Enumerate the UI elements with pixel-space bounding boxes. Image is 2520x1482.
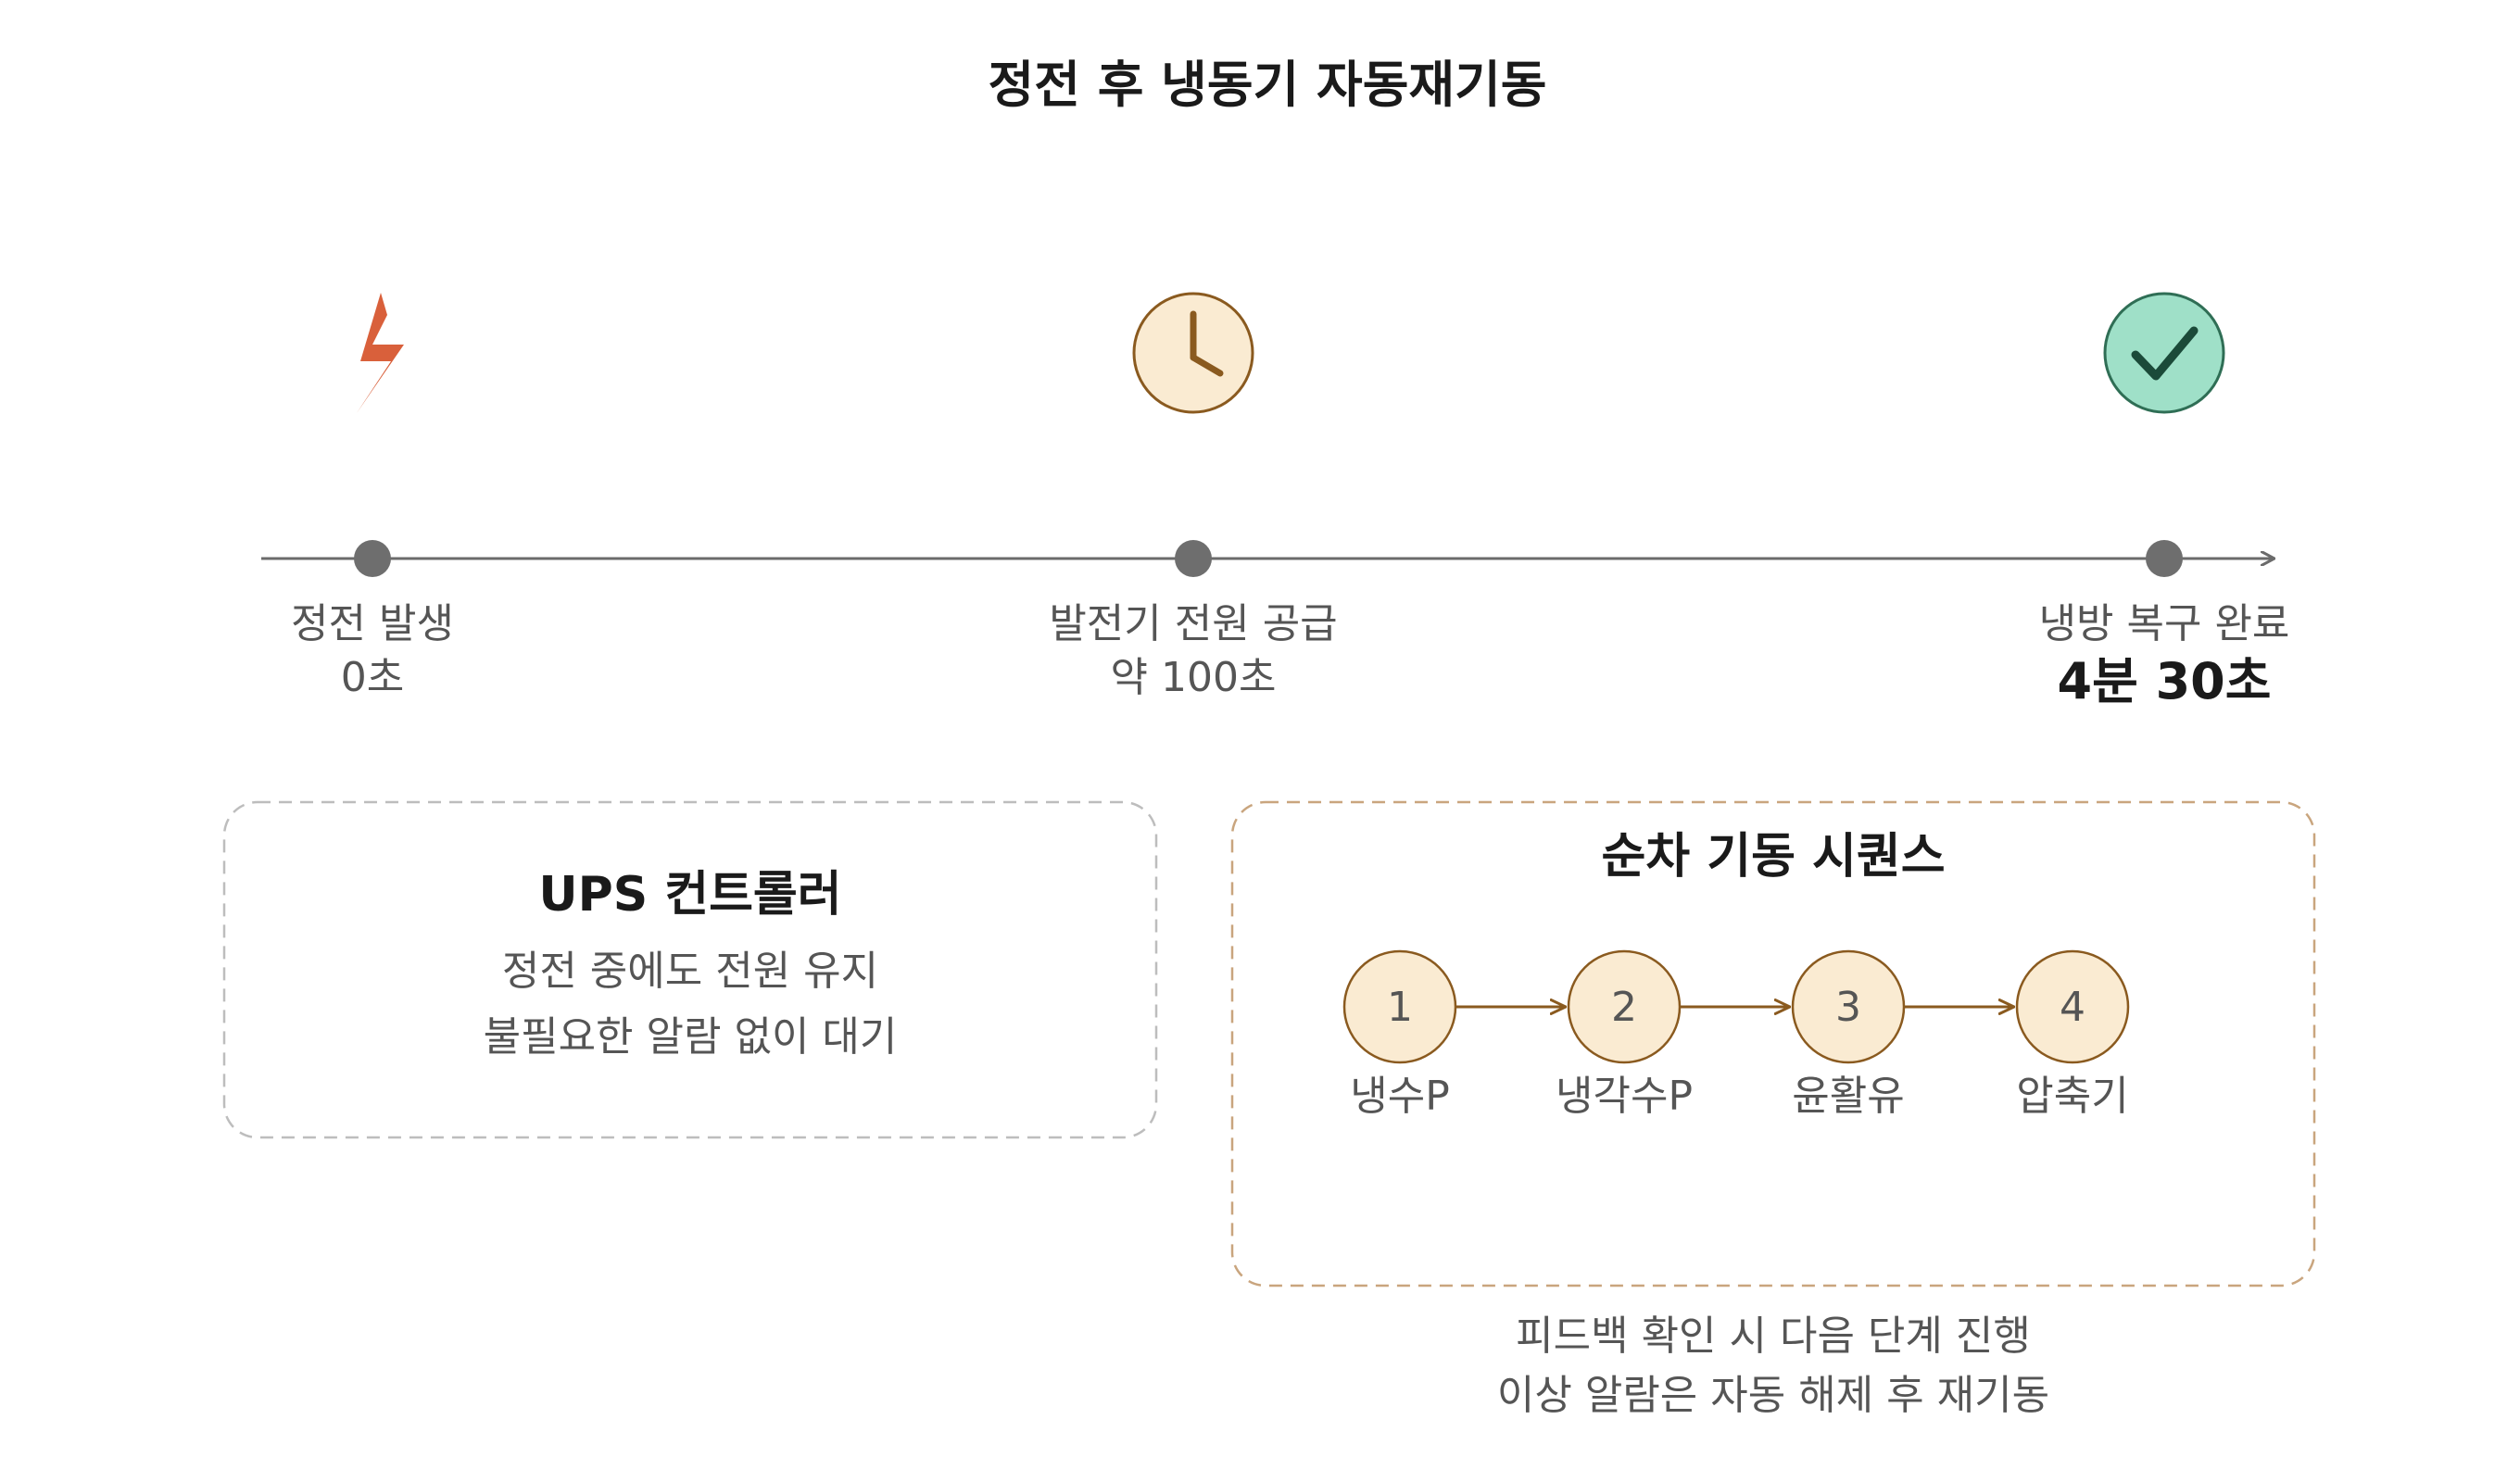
timeline-marker <box>354 540 391 577</box>
diagram-title: 정전 후 냉동기 자동재기동 <box>989 56 1547 114</box>
milestone-time: 약 100초 <box>1111 654 1277 701</box>
ups-box-title: UPS 컨트롤러 <box>538 867 841 923</box>
timeline-marker <box>2146 540 2183 577</box>
sequence-step: 1 냉수P <box>1342 949 1457 1120</box>
milestone-label: 정전 발생 <box>291 600 454 647</box>
step-number: 4 <box>2060 984 2085 1031</box>
sequence-box <box>1230 800 2316 1287</box>
step-label: 윤활유 <box>1792 1073 1904 1120</box>
milestone-label: 냉방 복구 완료 <box>2039 600 2290 647</box>
lightning-icon <box>357 293 404 413</box>
clock-icon <box>1132 292 1254 414</box>
sequence-step: 3 윤활유 <box>1791 949 1906 1120</box>
ups-box-line: 불필요한 알람 없이 대기 <box>484 1013 898 1061</box>
step-label: 냉각수P <box>1556 1073 1693 1120</box>
milestone-time: 0초 <box>341 654 404 701</box>
step-number: 2 <box>1611 984 1637 1031</box>
step-label: 냉수P <box>1350 1073 1450 1120</box>
milestone-time-highlight: 4분 30초 <box>2058 652 2272 710</box>
step-number: 3 <box>1835 984 1861 1031</box>
sequence-step: 2 냉각수P <box>1556 949 1693 1120</box>
timeline-marker <box>1175 540 1212 577</box>
sequence-note: 이상 알람은 자동 해제 후 재기동 <box>1497 1372 2049 1419</box>
ups-box-line: 정전 중에도 전원 유지 <box>502 948 878 995</box>
sequence-note: 피드백 확인 시 다음 단계 진행 <box>1516 1312 2031 1360</box>
milestone-label: 발전기 전원 공급 <box>1049 600 1337 647</box>
step-label: 압축기 <box>2016 1073 2128 1120</box>
check-icon <box>2103 292 2225 414</box>
ups-controller-box <box>222 800 1158 1139</box>
step-number: 1 <box>1387 984 1413 1031</box>
sequence-box-title: 순차 기동 시퀀스 <box>1601 829 1945 885</box>
sequence-step: 4 압축기 <box>2015 949 2130 1120</box>
